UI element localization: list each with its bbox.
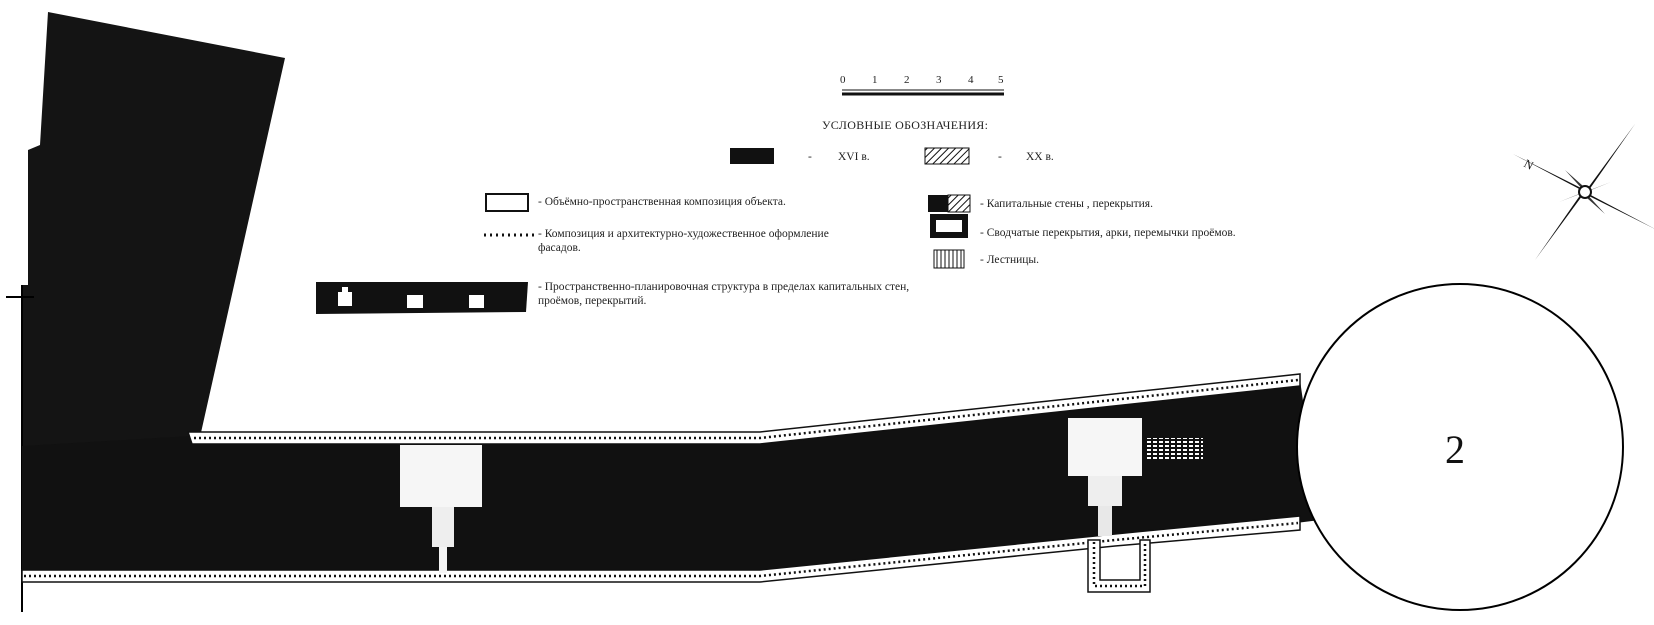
wall-bay-projection [1087,539,1151,593]
swatch-vaults-inner [936,220,962,232]
upper-facade-dots [194,378,1299,440]
swatch-xvi-century [730,148,774,164]
vault-shaft-left [432,507,454,547]
wall-bay-dots [1092,542,1147,588]
swatch-planning-room-1 [338,292,352,306]
scale-tick-5: 5 [998,74,1004,86]
vault-shaft-right [1088,476,1122,506]
room-volume-right [1068,418,1142,476]
legend-dash-xx: - [998,151,1002,163]
swatch-stairs [933,249,965,269]
map-circle-2 [1296,283,1624,611]
dark-building-block [22,12,285,446]
swatch-walls-hatched [947,194,971,213]
swatch-volume-composition [485,193,529,212]
legend-vaults: - Сводчатые перекрытия, арки, перемычки … [980,227,1236,239]
swatch-planning-room-3 [407,295,423,308]
vault-stem-right [1098,506,1112,536]
legend-dash-xvi: - [808,151,812,163]
swatch-walls-dark [928,195,948,212]
legend-stairs: - Лестницы. [980,254,1040,266]
legend-xx-century: XX в. [1026,151,1054,163]
swatch-planning-room-4 [469,295,484,308]
legend-title: УСЛОВНЫЕ ОБОЗНАЧЕНИЯ: [822,118,989,132]
swatch-xx-century [924,147,970,165]
scale-tick-3: 3 [936,74,942,86]
scale-tick-0: 0 [840,74,846,86]
scale-tick-4: 4 [968,74,974,86]
legend-walls: - Капитальные стены , перекрытия. [980,198,1153,210]
swatch-planning-room-2 [342,287,348,293]
stair-flight [1145,438,1203,460]
legend-facades: - Композиция и архитектурно-художественн… [538,228,829,254]
corridor-building-body [22,380,1320,580]
legend-volume-composition: - Объёмно-пространственная композиция об… [538,196,786,208]
legend-planning-structure: - Пространственно-планировочная структур… [538,281,910,307]
room-volume-left [400,445,482,507]
north-arrow-compass-rose: N [1513,124,1654,260]
scale-tick-1: 1 [872,74,878,86]
vault-stem-left [439,547,447,573]
scale-tick-2: 2 [904,74,910,86]
map-circle-label: 2 [1445,427,1465,472]
legend-xvi-century: XVI в. [838,151,870,163]
